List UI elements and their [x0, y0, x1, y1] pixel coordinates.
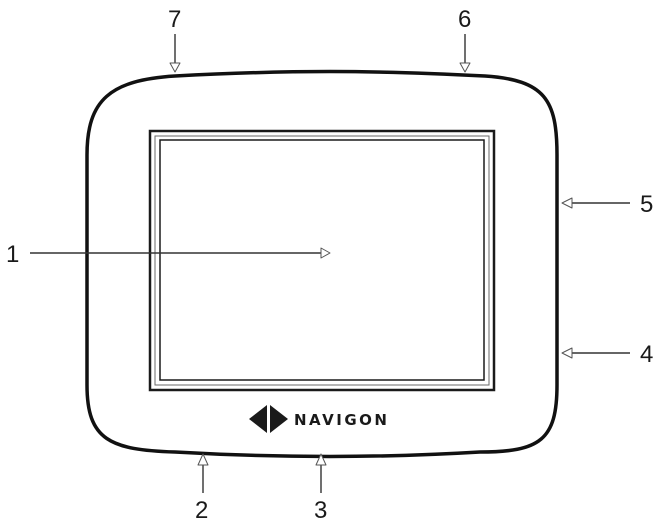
callout-number: 1 [6, 241, 19, 268]
screen-display [159, 139, 485, 381]
navigon-diamond-logo-icon [249, 405, 288, 433]
callout-4: 4 [561, 341, 653, 368]
callout-number: 6 [458, 6, 471, 33]
callout-number: 5 [640, 191, 653, 218]
callout-number: 4 [640, 341, 653, 368]
callout-number: 3 [314, 497, 327, 524]
callout-number: 7 [168, 6, 181, 33]
callout-number: 2 [195, 497, 208, 524]
brand-name: NAVIGON [294, 411, 389, 429]
callout-7: 7 [168, 6, 181, 73]
callout-3: 3 [314, 453, 327, 524]
callout-5: 5 [561, 191, 653, 218]
callout-1: 1 [6, 241, 331, 268]
callout-6: 6 [458, 6, 471, 73]
callout-2: 2 [195, 453, 209, 524]
